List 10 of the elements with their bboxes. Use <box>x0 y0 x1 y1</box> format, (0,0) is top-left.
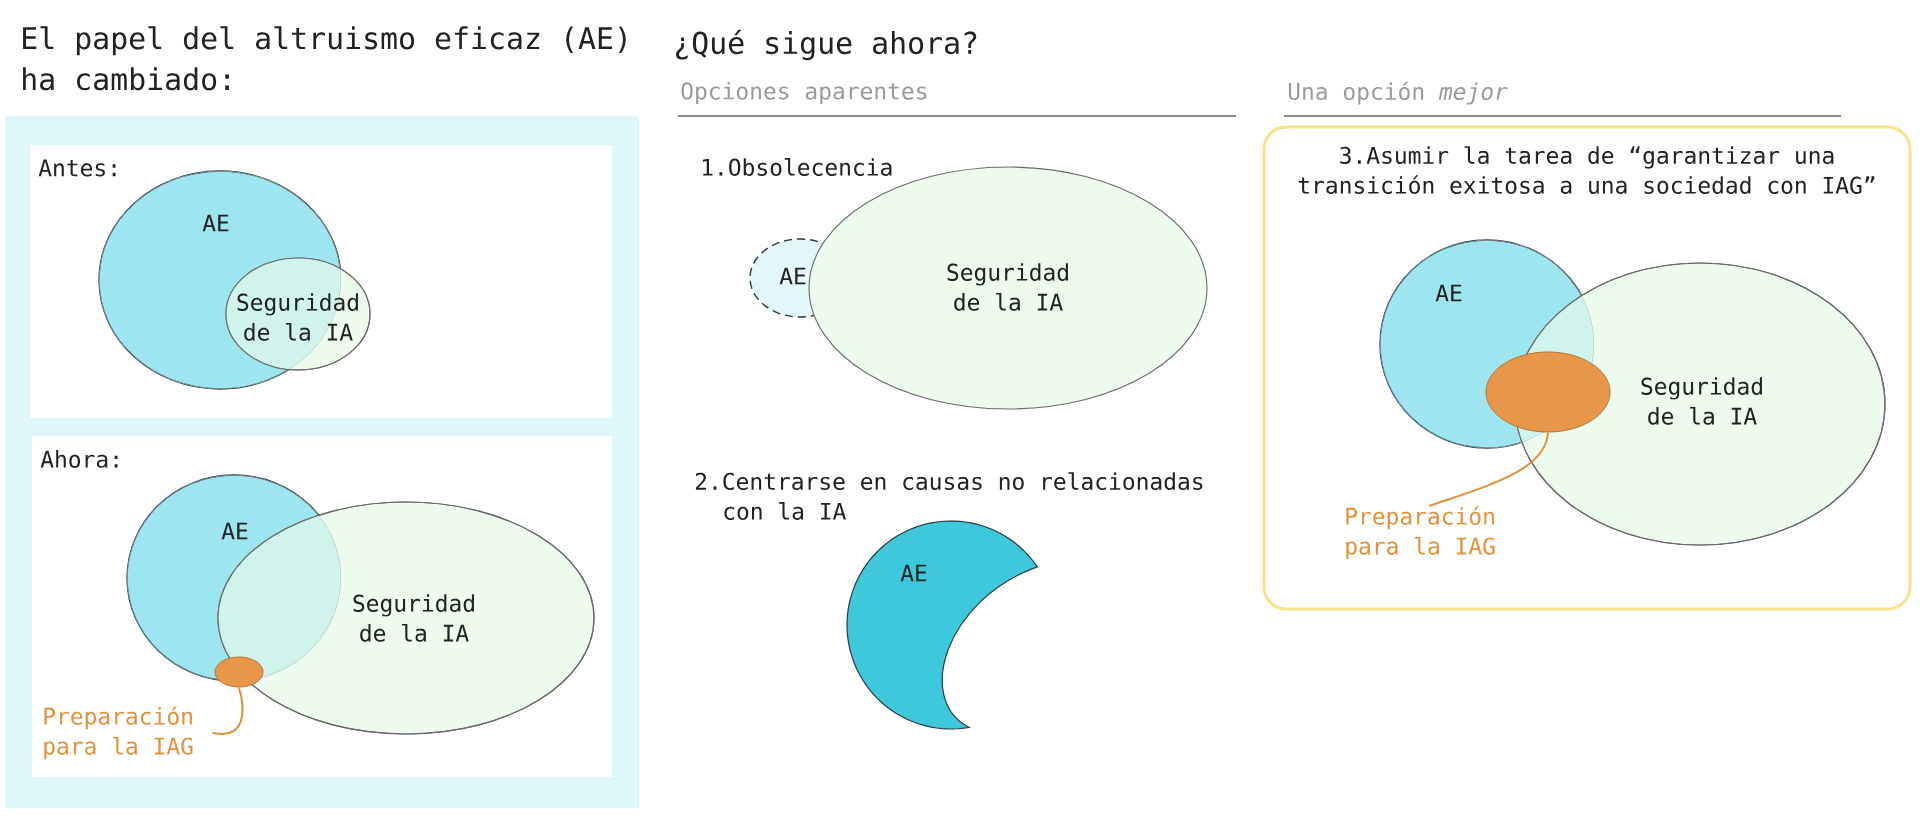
heading: El papel del altruismo eficaz (AE) ha cambiado: <box>23 26 626 91</box>
section-heading: Una opción mejor <box>1288 81 1508 105</box>
heading: ¿Qué sigue ahora? <box>676 29 977 61</box>
leader-line <box>211 686 244 735</box>
section-heading: Opciones aparentes <box>681 81 927 105</box>
highlight-ellipse <box>214 656 264 688</box>
box-heading: Ahora: <box>40 450 118 468</box>
highlight-ellipse <box>1485 351 1611 433</box>
option-heading: 2.Centrarse en causas no relacionadas con la IA <box>695 472 1203 520</box>
leader-line <box>1428 431 1549 507</box>
